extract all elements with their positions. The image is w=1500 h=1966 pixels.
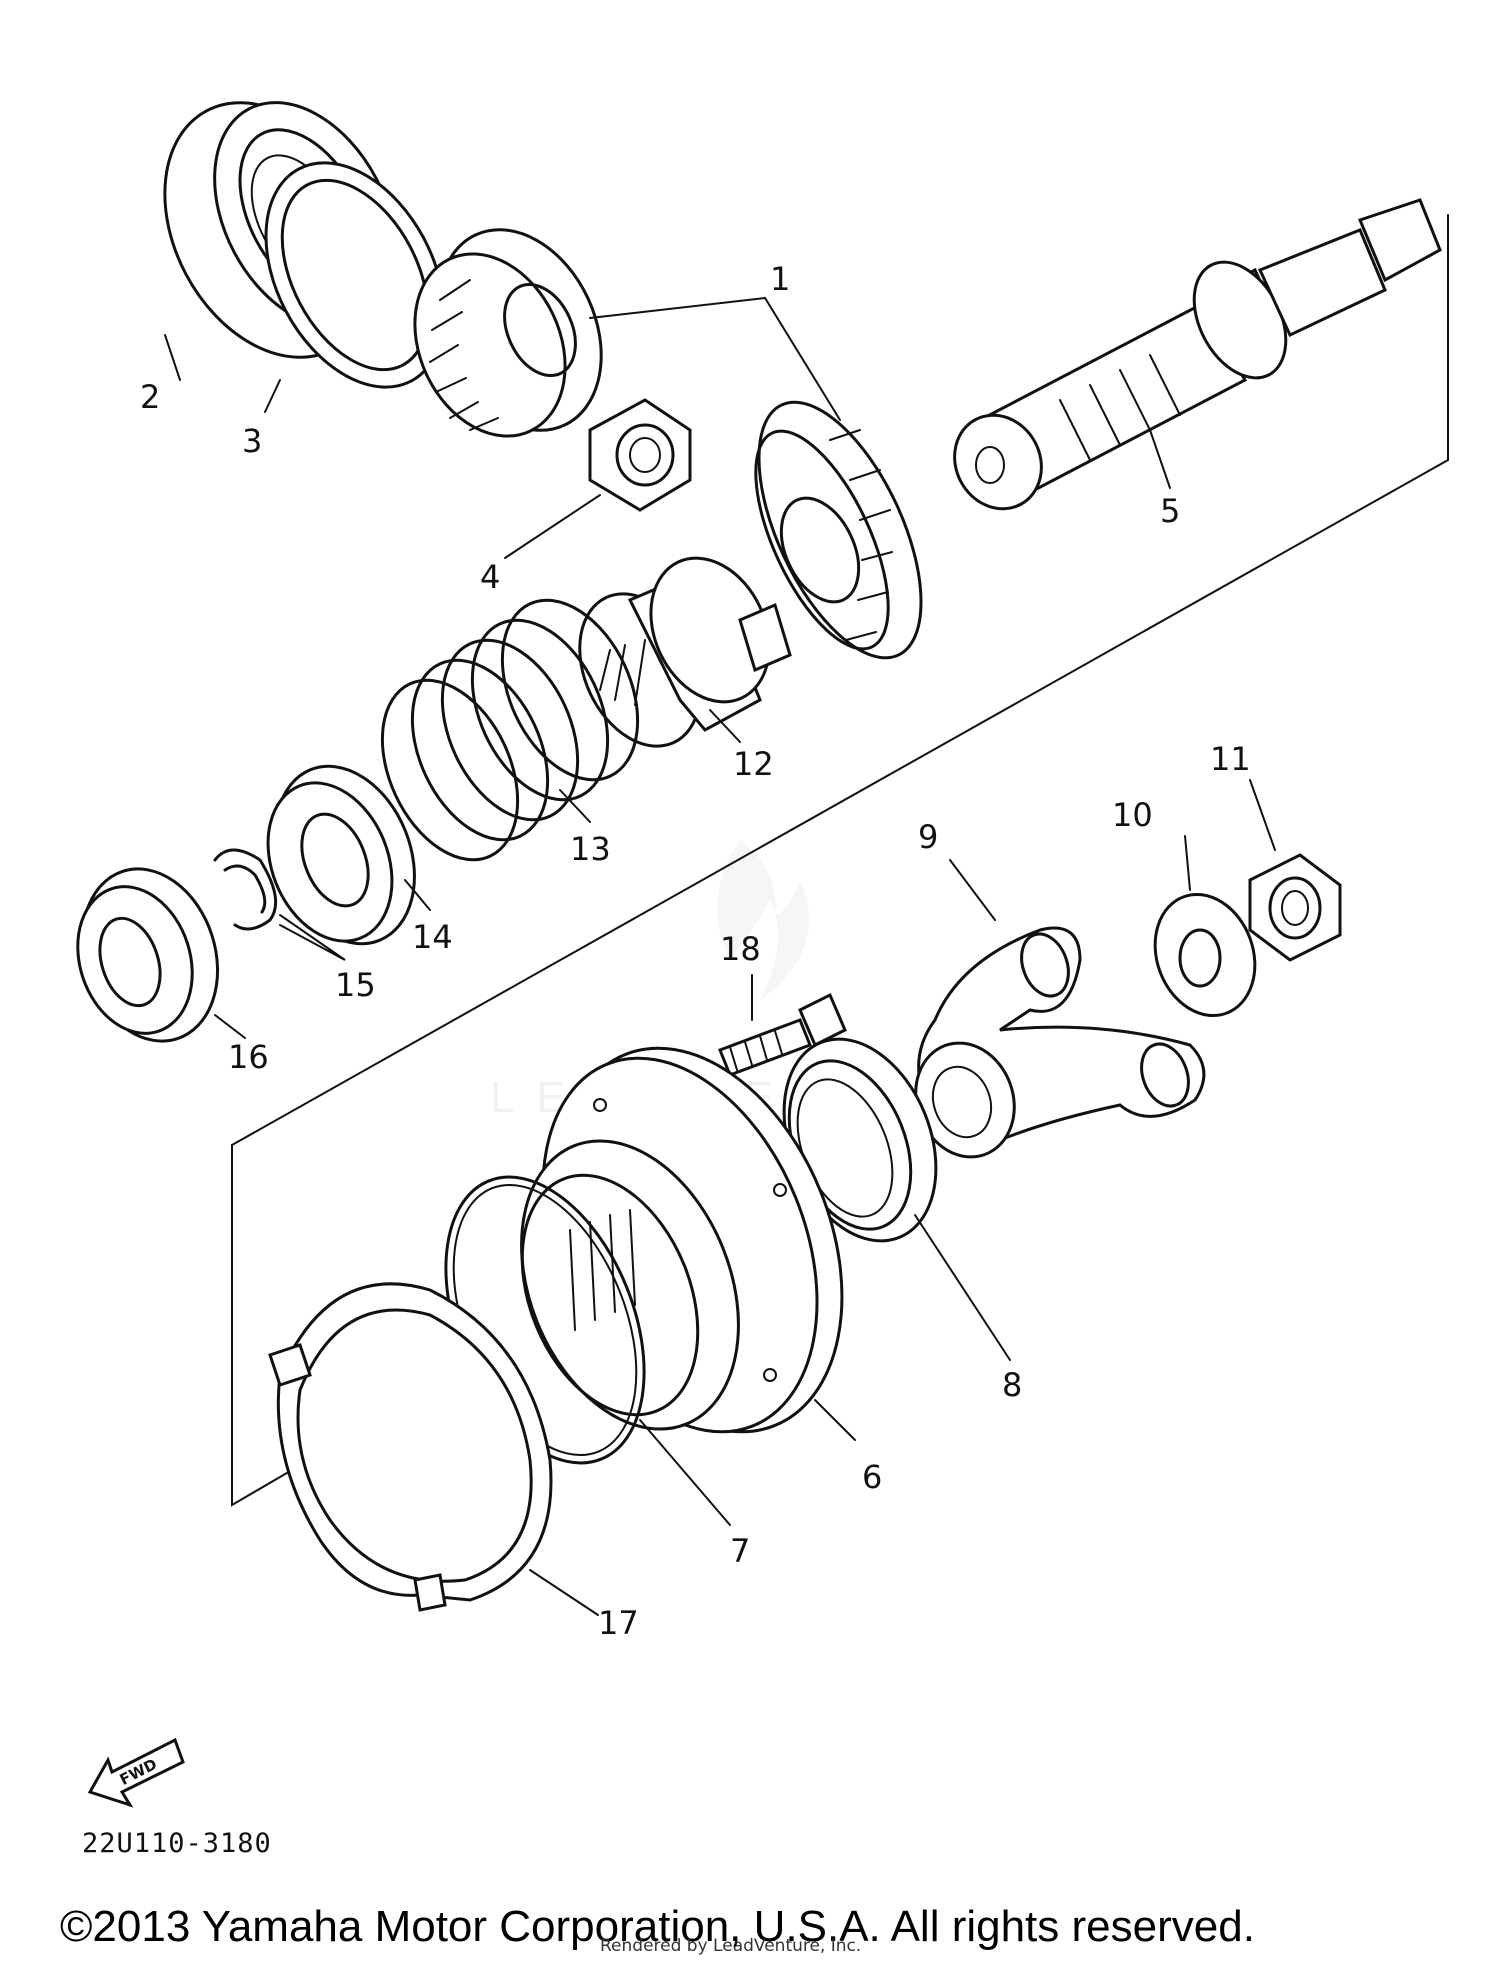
rendered-by-text: Rendered by LeadVenture, Inc. [600,1936,862,1956]
callout-2: 2 [140,378,160,416]
callout-10: 10 [1112,796,1153,834]
bearing-part-16 [76,867,220,1043]
washer-part-10 [1153,892,1257,1018]
bolt-part-18 [718,992,847,1077]
callout-3: 3 [242,422,262,460]
callout-7: 7 [730,1532,750,1570]
callout-18: 18 [720,930,761,968]
nut-part-11 [1248,853,1342,962]
nut-part-4 [588,398,692,512]
callout-1: 1 [770,260,790,298]
bearing-housing-part-6 [520,1046,844,1434]
shim-part-3 [264,161,446,389]
ring-gear-part-1 [754,400,923,660]
collar-part-15 [213,848,278,931]
fwd-arrow-icon: FWD [87,1737,185,1808]
callout-16: 16 [228,1038,269,1076]
callout-9: 9 [918,818,938,856]
callout-6: 6 [862,1458,882,1496]
callout-13: 13 [570,830,611,868]
callout-labels: 1 2 3 4 5 6 7 8 9 10 11 12 13 14 15 16 1… [140,260,1251,1642]
spring-seat-part-14 [266,764,416,946]
callout-14: 14 [412,918,453,956]
thrust-plate-part-17 [268,1282,553,1612]
spring-part-13 [380,598,640,862]
leader-lines [164,296,1276,1616]
pinion-gear-part-1 [413,228,603,438]
damper-cam-part-12 [578,556,792,748]
callout-12: 12 [733,745,774,783]
part-code: 22U110-3180 [82,1828,272,1859]
yoke-part-9 [914,926,1206,1159]
callout-4: 4 [480,558,500,596]
callout-17: 17 [598,1604,639,1642]
copyright-text: ©2013 Yamaha Motor Corporation, U.S.A. A… [60,1902,1255,1951]
shaft-part-5 [953,198,1442,511]
assembly-frame [231,214,1449,1507]
callout-15: 15 [335,966,376,1004]
callout-11: 11 [1210,740,1251,778]
callout-5: 5 [1160,492,1180,530]
callout-8: 8 [1002,1366,1022,1404]
